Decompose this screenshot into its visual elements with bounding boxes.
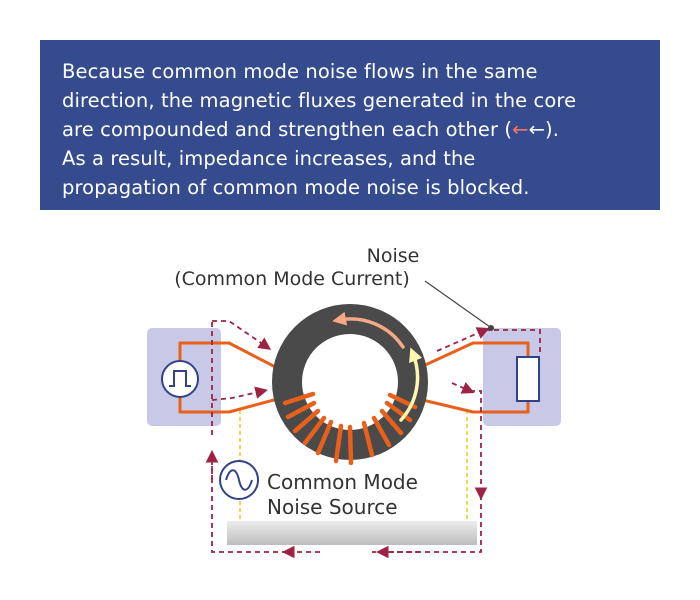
ground-plane [227,521,477,545]
noise-source-label-line-2: Noise Source [267,495,398,519]
noise-pointer-dot [488,325,494,331]
coil-windings [282,391,418,466]
sine-wave-icon [219,460,259,500]
noise-source-label-line-1: Common Mode [267,470,418,494]
square-pulse-icon [161,360,199,398]
noise-label-pointer [424,280,491,328]
banner-line-2: direction, the magnetic fluxes generated… [62,89,577,112]
flux-arrow-orange [332,311,405,349]
noise-label-line-2: (Common Mode Current) [174,268,410,290]
banner-line-3-text: are compounded and strengthen each other… [62,118,513,141]
banner-line-5: propagation of common mode noise is bloc… [62,176,530,199]
winding-wires [178,341,530,414]
banner-line-3-end: ). [545,118,560,141]
banner-line-4: As a result, impedance increases, and th… [62,147,476,170]
flux-arrow-symbol-white: ← [528,118,546,141]
description-banner: Because common mode noise flows in the s… [40,40,660,210]
banner-line-1: Because common mode noise flows in the s… [62,60,538,83]
resistor-icon [516,356,540,402]
noise-current-paths [205,320,541,559]
banner-line-3: are compounded and strengthen each other… [62,115,640,144]
noise-label-line-1: Noise [367,245,420,267]
flux-arrow-symbol-orange: ← [512,118,529,141]
flux-arrow-yellow [399,347,423,422]
